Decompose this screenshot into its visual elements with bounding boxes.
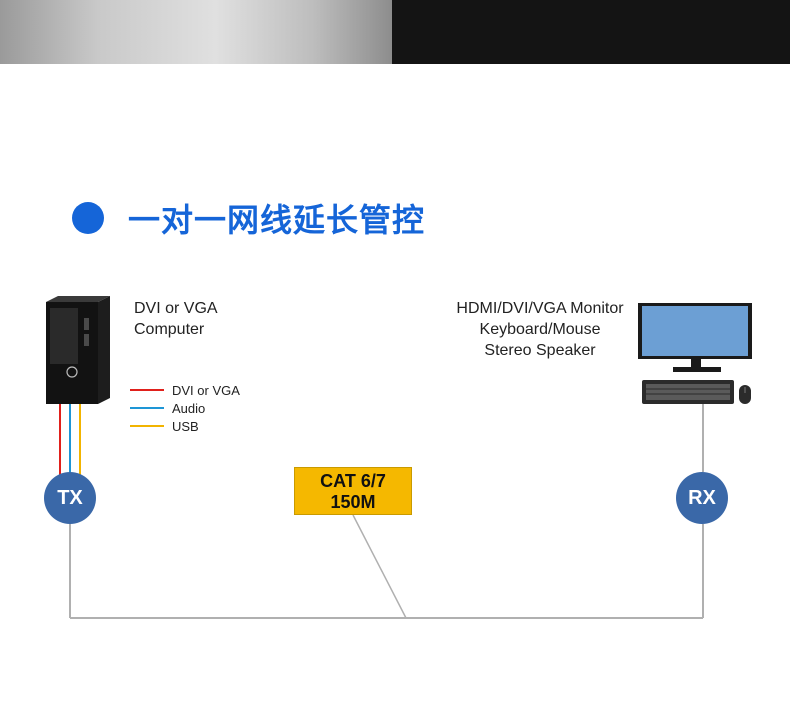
cable-label-pointer bbox=[352, 514, 407, 619]
legend-label: DVI or VGA bbox=[172, 382, 240, 398]
monitor-label: HDMI/DVI/VGA Monitor Keyboard/Mouse Ster… bbox=[440, 298, 640, 361]
computer-label: DVI or VGA Computer bbox=[134, 298, 218, 340]
section-heading: 一对一网线延长管控 bbox=[72, 196, 425, 240]
rx-node: RX bbox=[676, 472, 728, 524]
computer-label-line1: DVI or VGA bbox=[134, 300, 218, 317]
tx-node: TX bbox=[44, 472, 96, 524]
cable-spec-line1: CAT 6/7 bbox=[320, 471, 386, 491]
legend-item-dvi: DVI or VGA bbox=[130, 381, 240, 399]
wire-legend: DVI or VGA Audio USB bbox=[130, 381, 240, 435]
keyboard-icon bbox=[642, 380, 734, 404]
banner-light-panel bbox=[0, 0, 392, 64]
legend-label: USB bbox=[172, 418, 199, 434]
legend-label: Audio bbox=[172, 400, 206, 416]
banner-dark-panel bbox=[392, 0, 790, 64]
computer-tower-icon bbox=[46, 296, 110, 404]
monitor-icon bbox=[638, 303, 752, 372]
mouse-icon bbox=[739, 385, 751, 404]
computer-label-line2: Computer bbox=[134, 321, 205, 338]
legend-swatch-yellow bbox=[130, 425, 164, 427]
legend-item-usb: USB bbox=[130, 417, 240, 435]
section-title: 一对一网线延长管控 bbox=[128, 201, 426, 239]
legend-swatch-blue bbox=[130, 407, 164, 409]
legend-swatch-red bbox=[130, 389, 164, 391]
cable-spec-box: CAT 6/7 150M bbox=[294, 467, 412, 515]
monitor-label-line1: HDMI/DVI/VGA Monitor bbox=[456, 300, 624, 317]
top-banner-photo bbox=[0, 0, 790, 64]
monitor-label-line3: Stereo Speaker bbox=[484, 342, 596, 359]
legend-item-audio: Audio bbox=[130, 399, 240, 417]
cable-spec-line2: 150M bbox=[330, 492, 376, 512]
bullet-dot-icon bbox=[72, 202, 104, 234]
monitor-label-line2: Keyboard/Mouse bbox=[479, 321, 601, 338]
